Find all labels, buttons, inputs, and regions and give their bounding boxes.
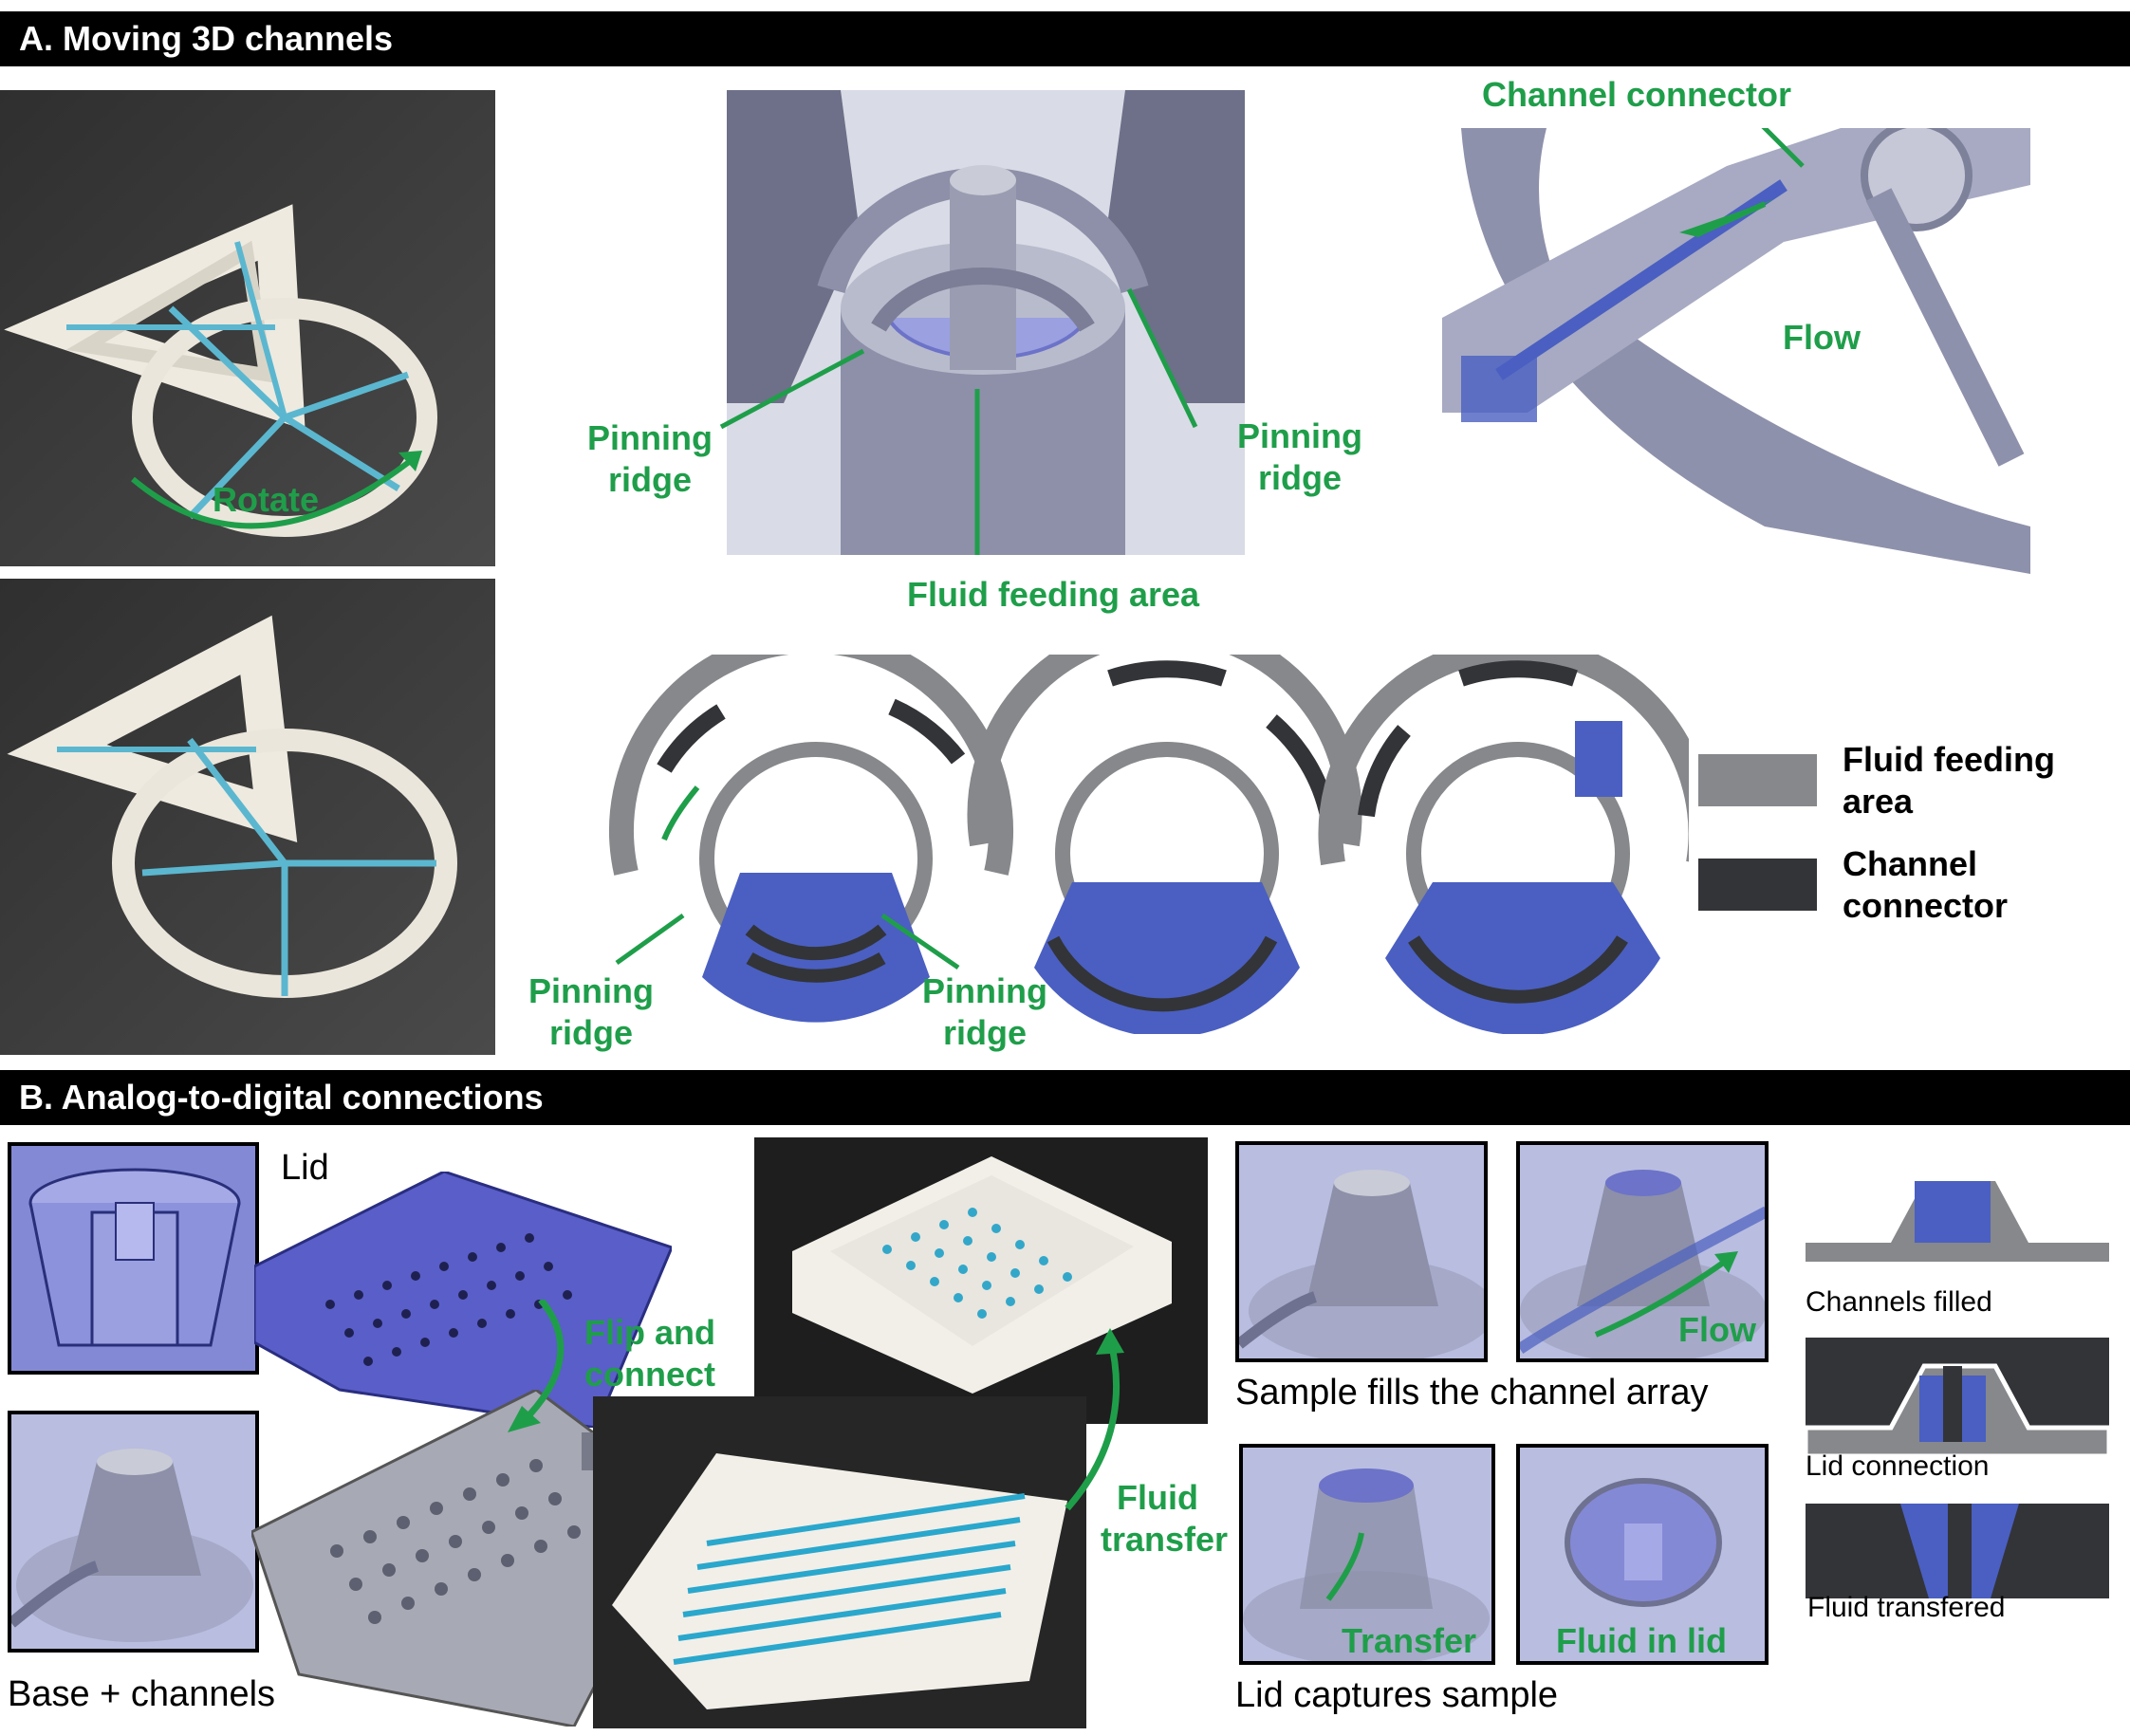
lid-captures-label: Lid captures sample (1235, 1675, 1559, 1715)
transfer-label-small: Transfer (1341, 1621, 1477, 1660)
lid-capture-svg-2 (1520, 1448, 1765, 1661)
sample-fills-label: Sample fills the channel array (1235, 1373, 1709, 1413)
cad-feeding-render (727, 90, 1245, 555)
transfer-arrow (1065, 1328, 1124, 1511)
bottom-pinning-label-left: Pinning ridge (528, 971, 654, 1052)
fluid-transfer-label: Fluid transfer (1101, 1478, 1229, 1559)
flip-connect-label: Flip and connect (583, 1313, 716, 1394)
sample-fill-box-1 (1235, 1141, 1488, 1362)
lid-photo (754, 1137, 1208, 1424)
section-b-title: B. Analog-to-digital connections (19, 1078, 544, 1117)
base-photo-svg (612, 1453, 1067, 1709)
sample-fill-svg-2 (1520, 1170, 1765, 1358)
feeding-leader-lines (719, 287, 1198, 555)
cad-feeding-render-svg (727, 90, 1245, 555)
legend: Fluid feeding area Channel connector (1698, 735, 2097, 925)
fluid-in-lid-label: Fluid in lid (1556, 1621, 1727, 1660)
cross-section-lid (1806, 1338, 2109, 1456)
device-photo-top: Rotate (0, 90, 495, 566)
sample-fill-box-2 (1516, 1141, 1769, 1362)
lid-label: Lid (281, 1148, 329, 1188)
lid-capture-box-1 (1239, 1444, 1495, 1665)
fluid-transfered-label: Fluid transfered (1807, 1592, 2006, 1623)
lid-plate-render (254, 1172, 672, 1428)
cad-connector-render (1442, 107, 2030, 583)
lid-inset-box (8, 1142, 259, 1375)
device-photo-bottom (0, 579, 495, 1055)
pinning-ridge-label-right: Pinning ridge (1237, 416, 1362, 497)
pinning-ridge-label-left: Pinning ridge (587, 418, 713, 499)
section-b-header: B. Analog-to-digital connections (0, 1070, 2130, 1125)
base-photo (593, 1396, 1086, 1728)
device-photo-bottom-svg (0, 579, 495, 1055)
channels-filled-label: Channels filled (1806, 1286, 1992, 1318)
section-a-header: A. Moving 3D channels (0, 11, 2130, 66)
channel-connector-label: Channel connector (1481, 75, 1792, 114)
cross-section-filled (1806, 1181, 2109, 1262)
ring-2 (967, 655, 1362, 1034)
cross-section-transfered (1806, 1504, 2109, 1598)
lid-inset-svg (11, 1146, 255, 1371)
base-channels-label: Base + channels (8, 1674, 276, 1714)
legend-swatch-connector (1698, 859, 1817, 911)
cad-connector-render-svg (1442, 107, 2030, 583)
flow-label-bottom: Flow (1678, 1310, 1756, 1349)
ring-leader-lines (615, 913, 960, 970)
base-inset-svg (11, 1414, 255, 1649)
base-inset-box (8, 1411, 259, 1653)
legend-swatch-feeding (1698, 754, 1817, 806)
bottom-pinning-label-right: Pinning ridge (922, 971, 1047, 1052)
flow-label-top: Flow (1783, 318, 1861, 357)
ring-3 (1318, 655, 1689, 1034)
section-a-title: A. Moving 3D channels (19, 19, 394, 58)
device-photo-top-svg (0, 90, 495, 566)
ring-schematics (609, 655, 1689, 1034)
legend-label-feeding: Fluid feeding area (1843, 740, 2055, 821)
flip-arrow (508, 1300, 565, 1432)
lid-capture-box-2 (1516, 1444, 1769, 1665)
rotate-label: Rotate (212, 480, 319, 519)
lid-connection-label: Lid connection (1806, 1450, 1990, 1482)
fluid-feeding-area-label: Fluid feeding area (906, 575, 1200, 614)
sample-fill-svg-1 (1239, 1170, 1484, 1358)
legend-label-connector: Channel connector (1843, 844, 2009, 925)
lid-photo-svg (792, 1156, 1172, 1394)
lid-capture-svg-1 (1243, 1468, 1490, 1661)
